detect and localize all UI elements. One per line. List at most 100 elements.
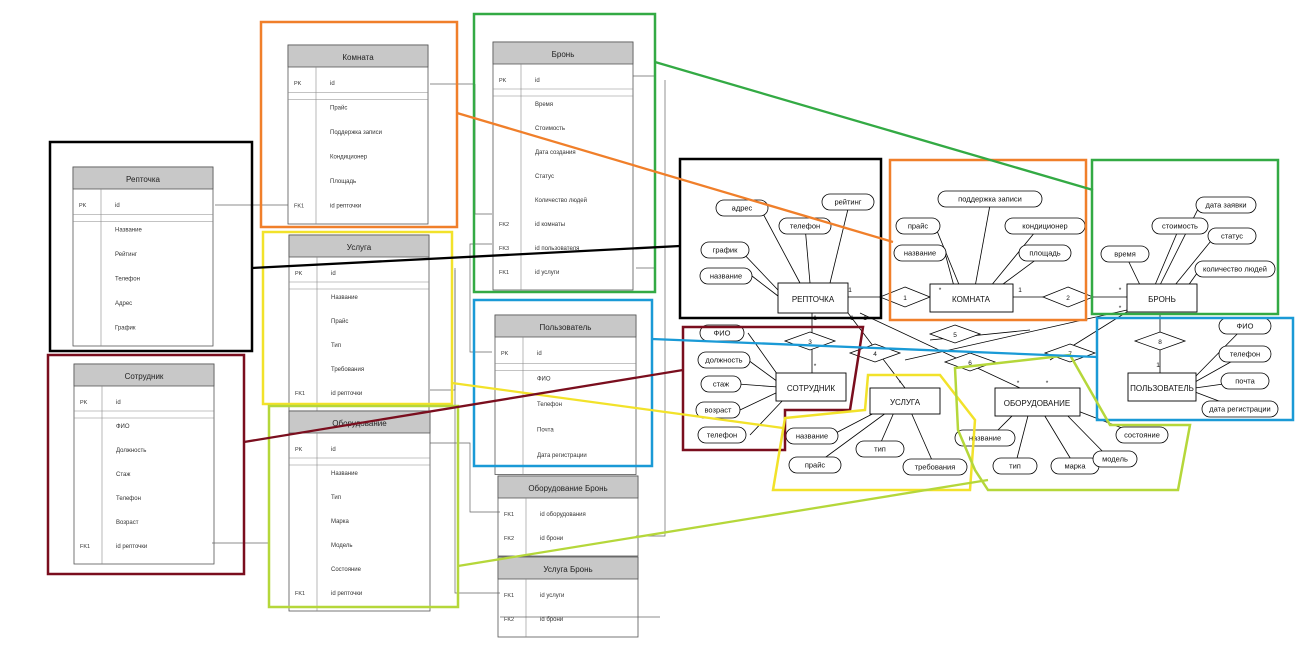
field-name: Адрес bbox=[115, 301, 132, 307]
field-name: Статус bbox=[535, 174, 554, 180]
cardinality: 1 bbox=[848, 287, 852, 294]
field-name: id bbox=[330, 81, 335, 87]
frame-reptochka bbox=[48, 140, 254, 353]
field-name: Модель bbox=[331, 543, 353, 549]
attribute-label: должность bbox=[705, 356, 742, 365]
cardinality: * bbox=[1017, 380, 1020, 387]
group-connectors bbox=[243, 60, 1098, 568]
attribute-label: почта bbox=[1235, 377, 1255, 386]
attribute-oval: тип bbox=[855, 440, 905, 458]
field-key: FK1 bbox=[499, 270, 509, 276]
attribute-label: название bbox=[904, 249, 936, 258]
attribute-oval: время bbox=[1100, 245, 1150, 263]
attribute-label: адрес bbox=[732, 204, 753, 213]
attribute-label: площадь bbox=[1029, 249, 1060, 258]
frame-polzovatel bbox=[472, 298, 654, 468]
frame-oborudovanie bbox=[267, 404, 460, 609]
field-name: id услуги bbox=[535, 270, 559, 276]
attribute-oval: название bbox=[893, 244, 947, 262]
field-name: Стоимость bbox=[535, 126, 565, 132]
field-name: Время bbox=[535, 102, 553, 108]
attribute-oval: название bbox=[699, 267, 753, 285]
field-name: id комнаты bbox=[535, 222, 565, 228]
field-key: FK3 bbox=[499, 246, 509, 252]
field-name: Тип bbox=[331, 495, 341, 501]
table-header bbox=[492, 41, 634, 65]
attribute-oval: прайс bbox=[895, 217, 941, 235]
field-key: PK bbox=[295, 271, 303, 277]
attribute-label: название bbox=[969, 434, 1001, 443]
field-name: Название bbox=[331, 295, 358, 301]
field-key: PK bbox=[499, 78, 507, 84]
attribute-label: возраст bbox=[705, 406, 733, 415]
cardinality: 1 bbox=[1156, 362, 1160, 369]
attribute-label: ФИО bbox=[1237, 322, 1254, 331]
cardinality: * bbox=[899, 380, 902, 387]
attribute-oval: телефон bbox=[1218, 345, 1272, 363]
field-name: id репточки bbox=[331, 391, 362, 397]
frame-er-usluga bbox=[771, 373, 977, 492]
attribute-oval: количество людей bbox=[1194, 260, 1276, 278]
field-name: Телефон bbox=[116, 496, 141, 502]
field-key: PK bbox=[501, 351, 509, 357]
attribute-oval: кондиционер bbox=[1004, 217, 1086, 235]
attribute-label: требования bbox=[915, 463, 956, 472]
relationship-1 bbox=[878, 286, 932, 308]
relationship-number: 8 bbox=[1158, 339, 1162, 346]
attribute-label: название bbox=[710, 272, 742, 281]
table-title: Услуга Бронь bbox=[543, 565, 592, 574]
table-title: Репточка bbox=[126, 175, 160, 184]
attribute-label: название bbox=[796, 432, 828, 441]
frame-er-polzovatel bbox=[1095, 316, 1295, 422]
attribute-label: прайс bbox=[908, 222, 929, 231]
table-title: Оборудование Бронь bbox=[528, 484, 607, 493]
entity-label: РЕПТОЧКА bbox=[792, 295, 835, 304]
entity-komnata bbox=[929, 283, 1014, 313]
field-name: id bbox=[535, 78, 540, 84]
entity-oborudovanie bbox=[994, 387, 1081, 417]
table-header bbox=[287, 44, 429, 68]
field-key: FK2 bbox=[499, 222, 509, 228]
field-name: Телефон bbox=[115, 277, 140, 283]
attribute-oval: дата заявки bbox=[1195, 196, 1257, 214]
attribute-oval: название bbox=[954, 429, 1016, 447]
attribute-oval: рейтинг bbox=[821, 193, 875, 211]
attribute-oval: почта bbox=[1220, 372, 1270, 390]
field-key: FK1 bbox=[295, 391, 305, 397]
cardinality: * bbox=[1046, 380, 1049, 387]
field-name: Дата регистрации bbox=[537, 453, 587, 459]
field-key: FK1 bbox=[504, 512, 514, 518]
relationship-number: 6 bbox=[968, 360, 972, 367]
attribute-oval: статус bbox=[1207, 227, 1257, 245]
entity-sotrudnik bbox=[775, 372, 847, 402]
attribute-label: тип bbox=[874, 445, 886, 454]
attribute-label: стоимость bbox=[1162, 222, 1198, 231]
relationship-number: 2 bbox=[1066, 295, 1070, 302]
attribute-label: кондиционер bbox=[1022, 222, 1067, 231]
table-links bbox=[212, 75, 666, 618]
table-header bbox=[73, 363, 215, 387]
field-key: FK1 bbox=[294, 204, 304, 210]
relationship-number: 4 bbox=[873, 351, 877, 358]
entity-polzovatel bbox=[1127, 372, 1197, 402]
attribute-oval: адрес bbox=[715, 199, 769, 217]
attribute-oval: стаж bbox=[700, 375, 742, 393]
attribute-label: состояние bbox=[1124, 431, 1160, 440]
field-name: id bbox=[331, 271, 336, 277]
relationship-5 bbox=[928, 324, 982, 344]
attribute-oval: дата регистрации bbox=[1201, 400, 1279, 418]
field-key: FK1 bbox=[80, 544, 90, 550]
field-name: id брони bbox=[540, 617, 563, 623]
field-name: id пользователя bbox=[535, 246, 579, 252]
field-name: id bbox=[331, 447, 336, 453]
attribute-oval: телефон bbox=[778, 217, 832, 235]
field-name: Почта bbox=[537, 428, 554, 434]
field-name: id оборудования bbox=[540, 512, 586, 518]
relationship-number: 1 bbox=[903, 295, 907, 302]
field-name: Марка bbox=[331, 519, 349, 525]
entity-label: БРОНЬ bbox=[1148, 295, 1176, 304]
attribute-oval: ФИО bbox=[699, 324, 745, 342]
